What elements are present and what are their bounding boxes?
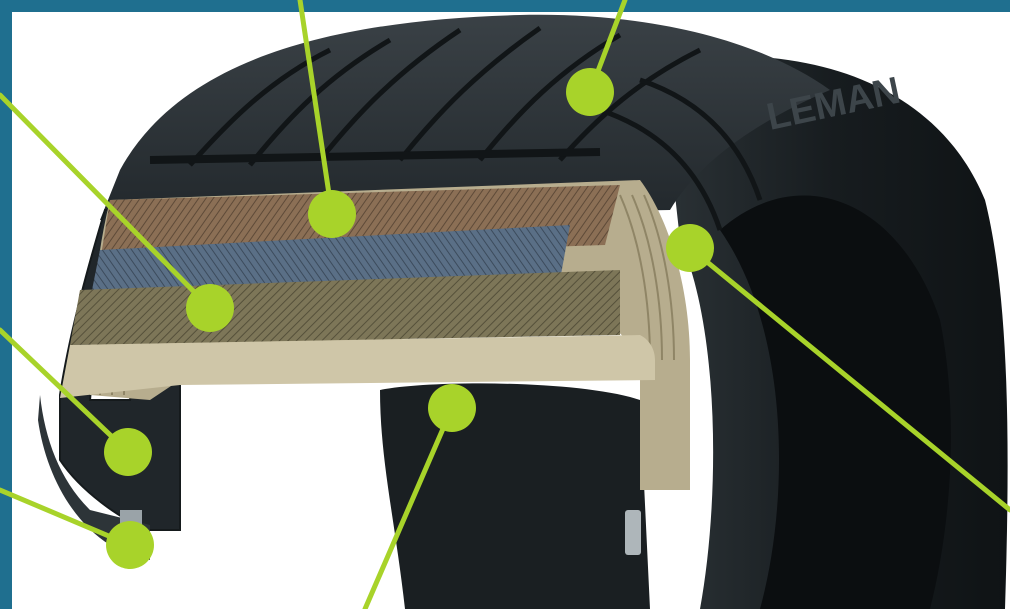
sidewall-marker[interactable] — [666, 224, 714, 272]
inner-sidewall — [380, 383, 650, 609]
bead-marker[interactable] — [106, 521, 154, 569]
inner-liner-marker[interactable] — [104, 428, 152, 476]
steel-belt-marker[interactable] — [186, 284, 234, 332]
bead-wire-right — [625, 510, 641, 555]
frame-top — [0, 0, 1010, 12]
frame-left — [0, 0, 12, 609]
cap-ply-marker[interactable] — [308, 190, 356, 238]
body-ply-marker[interactable] — [428, 384, 476, 432]
tread-marker[interactable] — [566, 68, 614, 116]
